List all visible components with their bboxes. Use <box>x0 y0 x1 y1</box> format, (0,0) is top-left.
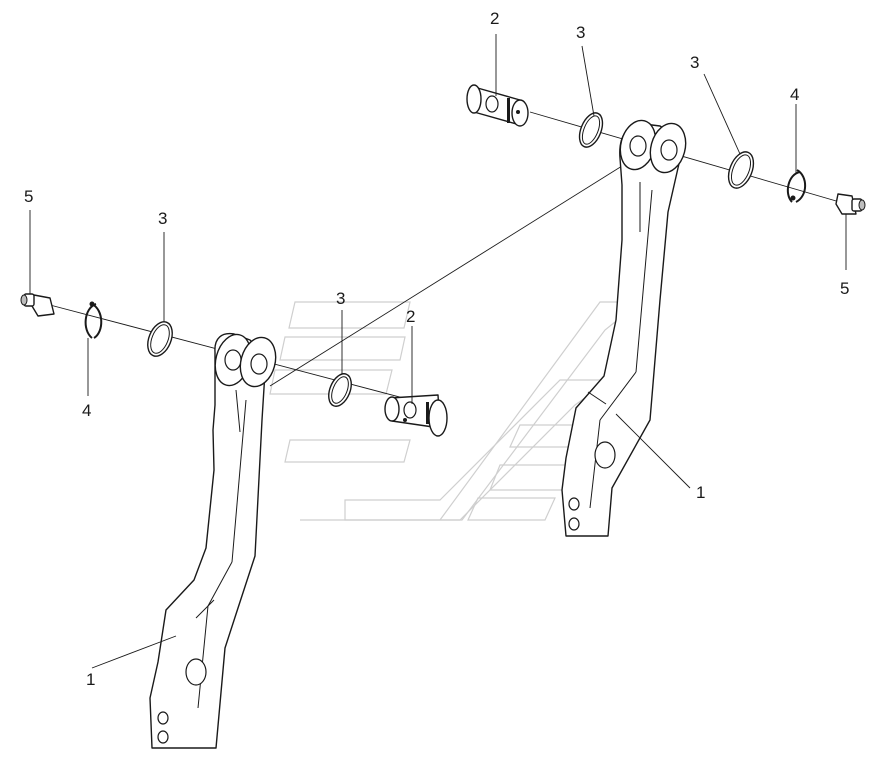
callout-washer-top-b: 3 <box>690 53 699 72</box>
link-arm-left <box>149 332 277 749</box>
washers <box>147 112 755 407</box>
callout-arm-right: 1 <box>696 483 705 502</box>
pin-lower <box>384 394 448 437</box>
link-arm-right <box>561 119 687 537</box>
callout-labels: 1 1 2 2 3 3 3 3 4 4 5 5 <box>24 9 849 689</box>
assembly-axes <box>49 111 851 406</box>
pin-top <box>466 84 529 127</box>
callout-pin-top: 2 <box>490 9 499 28</box>
callout-washer-left: 3 <box>158 209 167 228</box>
callout-circlip-right: 4 <box>790 85 799 104</box>
callout-nipple-right: 5 <box>840 279 849 298</box>
callout-pin-lower: 2 <box>406 307 415 326</box>
callout-arm-left: 1 <box>86 670 95 689</box>
callout-nipple-left: 5 <box>24 187 33 206</box>
grease-nipples <box>20 193 866 317</box>
callout-washer-mid: 3 <box>336 289 345 308</box>
callout-circlip-left: 4 <box>82 401 91 420</box>
leader-lines <box>29 34 847 669</box>
circlips <box>84 169 807 339</box>
callout-washer-top-a: 3 <box>576 23 585 42</box>
